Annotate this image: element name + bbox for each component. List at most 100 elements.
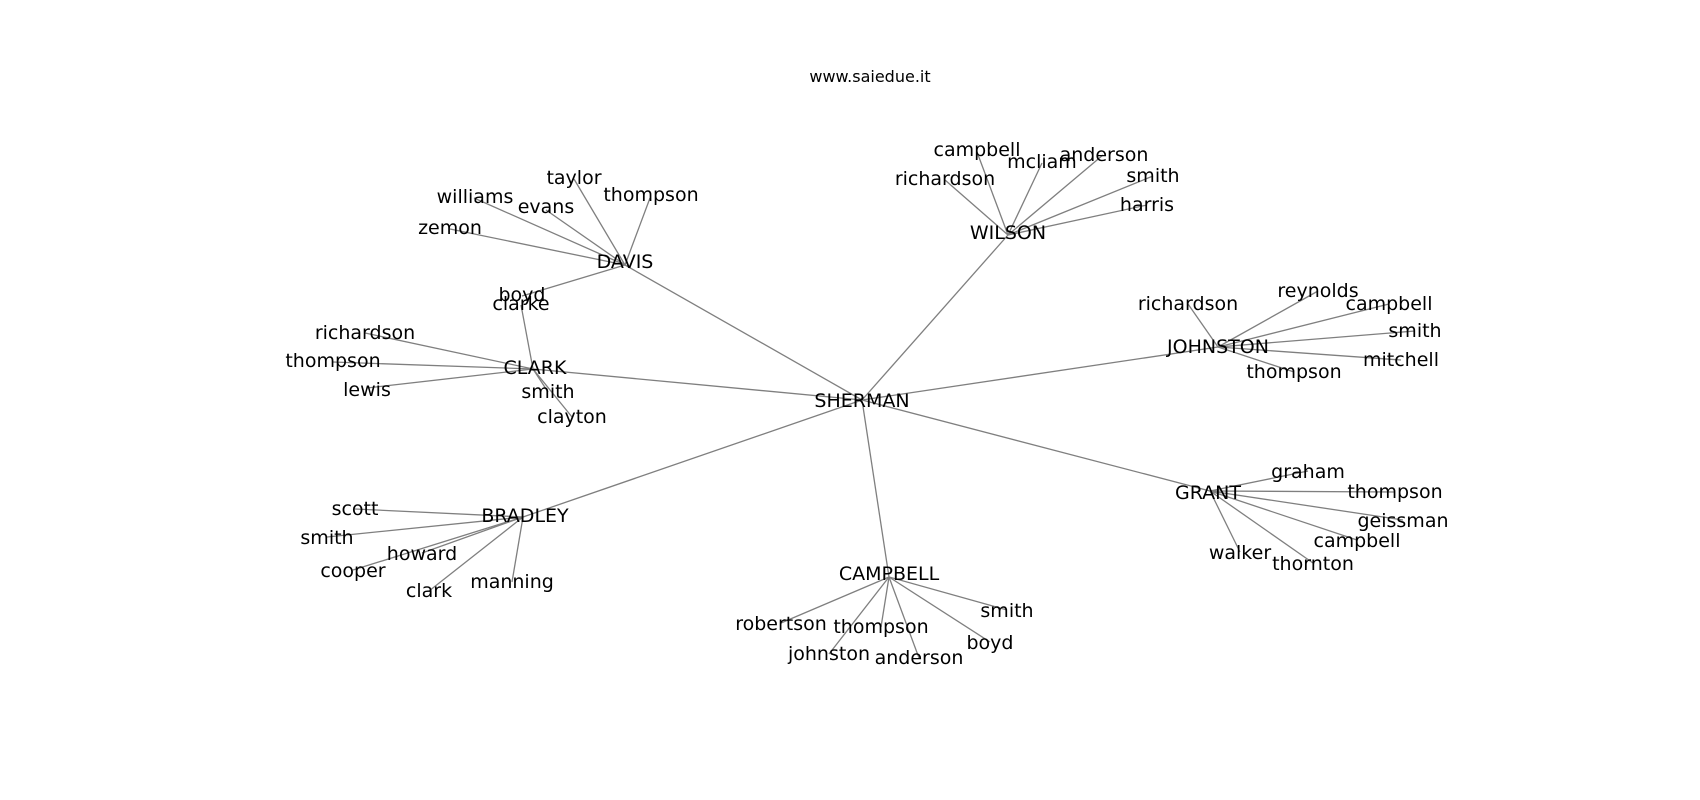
edge-sherman-bradley [522,399,863,518]
edge-campbell-smith [888,576,1008,611]
edge-clark-clayton [532,368,573,418]
edge-bradley-howard [421,516,524,554]
node-hub-clark: CLARK [504,357,567,379]
node-leaf-clark-lewis: lewis [343,379,391,401]
edge-bradley-scott [354,508,524,518]
node-leaf-johnston-campbell: campbell [1346,293,1433,315]
node-leaf-bradley-clark: clark [406,580,452,602]
node-leaf-davis-thompson: thompson [603,184,698,206]
edge-sherman-wilson [861,234,1009,401]
edge-sherman-clark [532,368,863,401]
node-leaf-campbell-smith: smith [980,600,1033,622]
edge-wilson-mcliam [1007,162,1043,236]
node-leaf-grant-geissman: geissman [1357,510,1448,532]
node-leaf-clark-richardson: richardson [315,322,415,344]
edge-wilson-richardson [944,179,1009,236]
edge-clark-richardson [364,332,534,370]
node-leaf-bradley-smith: smith [300,527,353,549]
node-hub-wilson: WILSON [970,222,1046,244]
edge-johnston-richardson [1187,303,1219,348]
node-leaf-wilson-smith: smith [1126,165,1179,187]
node-leaf-johnston-reynolds: reynolds [1277,280,1358,302]
node-hub-grant: GRANT [1175,482,1241,504]
edge-bradley-manning [511,516,524,583]
node-hub-johnston: JOHNSTON [1166,336,1269,358]
node-leaf-davis-williams: williams [437,186,514,208]
node-leaf-grant-thompson: thompson [1347,481,1442,503]
edge-sherman-grant [861,399,1211,492]
edge-bradley-smith [326,516,524,538]
node-leaf-johnston-mitchell: mitchell [1363,349,1439,371]
node-leaf-davis-taylor: taylor [546,167,601,189]
edge-campbell-robertson [780,576,890,624]
node-leaf-grant-campbell: campbell [1314,530,1401,552]
edge-davis-zemon [449,228,626,266]
edge-campbell-boyd [888,576,991,643]
node-leaf-davis-boyd: boyd [499,284,546,306]
edge-bradley-cooper [352,516,524,571]
node-leaf-bradley-howard: howard [387,543,457,565]
node-leaf-campbell-thompson: thompson [833,616,928,638]
edge-davis-williams [473,197,626,266]
edge-wilson-harris [1007,204,1148,236]
edge-campbell-anderson [888,576,920,659]
node-leaf-johnston-thompson: thompson [1246,361,1341,383]
node-leaf-clark-smith: smith [521,381,574,403]
node-leaf-grant-walker: walker [1209,542,1271,564]
edge-davis-boyd [521,264,626,297]
edge-grant-graham [1209,470,1309,492]
edge-grant-thompson [1209,490,1396,493]
node-leaf-clark-clarke: clarke [492,293,549,315]
edge-clark-lewis [366,368,534,389]
edge-sherman-davis [624,264,863,401]
node-leaf-grant-graham: graham [1271,461,1345,483]
node-leaf-wilson-richardson: richardson [895,168,995,190]
node-leaf-clark-clayton: clayton [537,406,607,428]
node-leaf-johnston-smith: smith [1388,320,1441,342]
node-leaf-campbell-robertson: robertson [735,613,827,635]
node-hub-campbell: CAMPBELL [839,563,940,585]
edge-wilson-anderson [1007,154,1104,236]
edge-davis-evans [545,209,626,266]
node-leaf-bradley-manning: manning [470,571,554,593]
edge-campbell-johnston [828,576,890,655]
edge-bradley-clark [428,516,524,592]
node-leaf-bradley-cooper: cooper [320,560,385,582]
edge-sherman-johnston [861,346,1219,401]
edge-campbell-thompson [880,576,890,628]
node-hub-bradley: BRADLEY [481,505,569,527]
edge-sherman-campbell [861,399,890,578]
node-leaf-wilson-harris: harris [1120,194,1174,216]
edge-davis-thompson [624,197,651,266]
edge-grant-thornton [1209,490,1314,564]
node-leaf-wilson-mcliam: mcliam [1007,151,1077,173]
node-leaf-wilson-campbell: campbell [934,139,1021,161]
node-leaf-davis-evans: evans [518,196,575,218]
node-leaf-campbell-boyd: boyd [967,632,1014,654]
edge-clark-thompson [332,361,534,370]
node-leaf-davis-zemon: zemon [418,217,482,239]
node-hub-davis: DAVIS [597,251,654,273]
edge-clark-clarke [520,304,534,370]
node-leaf-wilson-anderson: anderson [1060,144,1149,166]
edge-wilson-campbell [976,151,1009,236]
edge-grant-geissman [1209,490,1404,521]
edge-johnston-thompson [1217,346,1295,373]
node-leaf-grant-thornton: thornton [1272,553,1354,575]
node-leaf-campbell-anderson: anderson [875,647,964,669]
node-leaf-johnston-richardson: richardson [1138,293,1238,315]
edge-johnston-smith [1217,330,1416,348]
edges-layer [326,151,1416,659]
node-root-sherman: SHERMAN [814,390,909,412]
edge-grant-campbell [1209,490,1358,541]
node-leaf-clark-thompson: thompson [285,350,380,372]
node-leaf-bradley-scott: scott [332,498,379,520]
edge-johnston-reynolds [1217,290,1319,348]
edge-wilson-smith [1007,175,1154,236]
edge-johnston-campbell [1217,303,1390,348]
edge-grant-walker [1209,490,1241,553]
edge-johnston-mitchell [1217,346,1402,361]
node-leaf-campbell-johnston: johnston [787,643,870,665]
